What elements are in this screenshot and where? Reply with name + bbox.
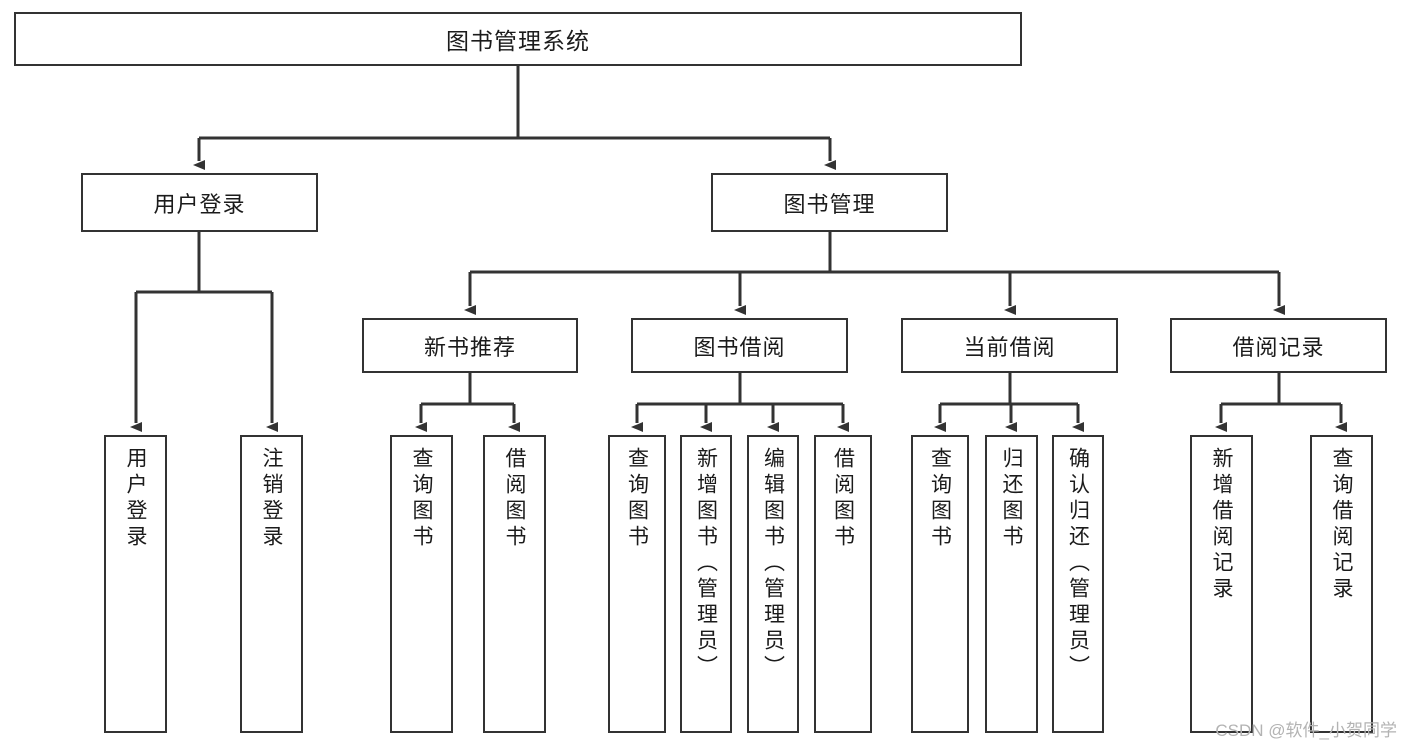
leaf-query-book-recommend[interactable]: 查询图书	[390, 435, 453, 733]
leaf-user-login-label: 用户登录	[124, 447, 147, 551]
leaf-user-login[interactable]: 用户登录	[104, 435, 167, 733]
leaf-add-book-admin-label: 新增图书（管理员）	[694, 447, 718, 681]
node-new-book-recommend[interactable]: 新书推荐	[362, 318, 578, 373]
node-book-borrow[interactable]: 图书借阅	[631, 318, 848, 373]
node-root-label: 图书管理系统	[446, 28, 590, 54]
leaf-user-logout[interactable]: 注销登录	[240, 435, 303, 733]
leaf-query-book-recommend-label: 查询图书	[410, 447, 433, 551]
node-user-login[interactable]: 用户登录	[81, 173, 318, 232]
leaf-borrow-book-label: 借阅图书	[831, 447, 855, 551]
leaf-return-book-label: 归还图书	[1000, 447, 1023, 551]
leaf-query-borrow-record-label: 查询借阅记录	[1330, 447, 1353, 603]
leaf-confirm-return-admin[interactable]: 确认归还（管理员）	[1052, 435, 1104, 733]
leaf-borrow-book-recommend-label: 借阅图书	[503, 447, 526, 551]
leaf-add-book-admin[interactable]: 新增图书（管理员）	[680, 435, 732, 733]
node-user-login-label: 用户登录	[153, 191, 246, 217]
leaf-borrow-book[interactable]: 借阅图书	[814, 435, 872, 733]
leaf-query-book-current[interactable]: 查询图书	[911, 435, 969, 733]
node-root[interactable]: 图书管理系统	[14, 12, 1022, 66]
node-current-borrow[interactable]: 当前借阅	[901, 318, 1118, 373]
leaf-query-book-borrow-label: 查询图书	[625, 447, 649, 551]
leaf-borrow-book-recommend[interactable]: 借阅图书	[483, 435, 546, 733]
leaf-add-borrow-record[interactable]: 新增借阅记录	[1190, 435, 1253, 733]
leaf-query-borrow-record[interactable]: 查询借阅记录	[1310, 435, 1373, 733]
node-current-borrow-label: 当前借阅	[963, 334, 1056, 360]
leaf-edit-book-admin[interactable]: 编辑图书（管理员）	[747, 435, 799, 733]
node-new-book-recommend-label: 新书推荐	[423, 334, 516, 360]
node-book-management-label: 图书管理	[783, 191, 876, 217]
leaf-confirm-return-admin-label: 确认归还（管理员）	[1066, 447, 1090, 681]
leaf-edit-book-admin-label: 编辑图书（管理员）	[761, 447, 785, 681]
leaf-user-logout-label: 注销登录	[260, 447, 283, 551]
node-borrow-record[interactable]: 借阅记录	[1170, 318, 1387, 373]
leaf-return-book[interactable]: 归还图书	[985, 435, 1038, 733]
node-borrow-record-label: 借阅记录	[1232, 334, 1325, 360]
leaf-add-borrow-record-label: 新增借阅记录	[1210, 447, 1233, 603]
leaf-query-book-current-label: 查询图书	[928, 447, 952, 551]
leaf-query-book-borrow[interactable]: 查询图书	[608, 435, 666, 733]
node-book-management[interactable]: 图书管理	[711, 173, 948, 232]
node-book-borrow-label: 图书借阅	[693, 334, 786, 360]
csdn-watermark: CSDN @软件_小贺同学	[1215, 721, 1397, 740]
